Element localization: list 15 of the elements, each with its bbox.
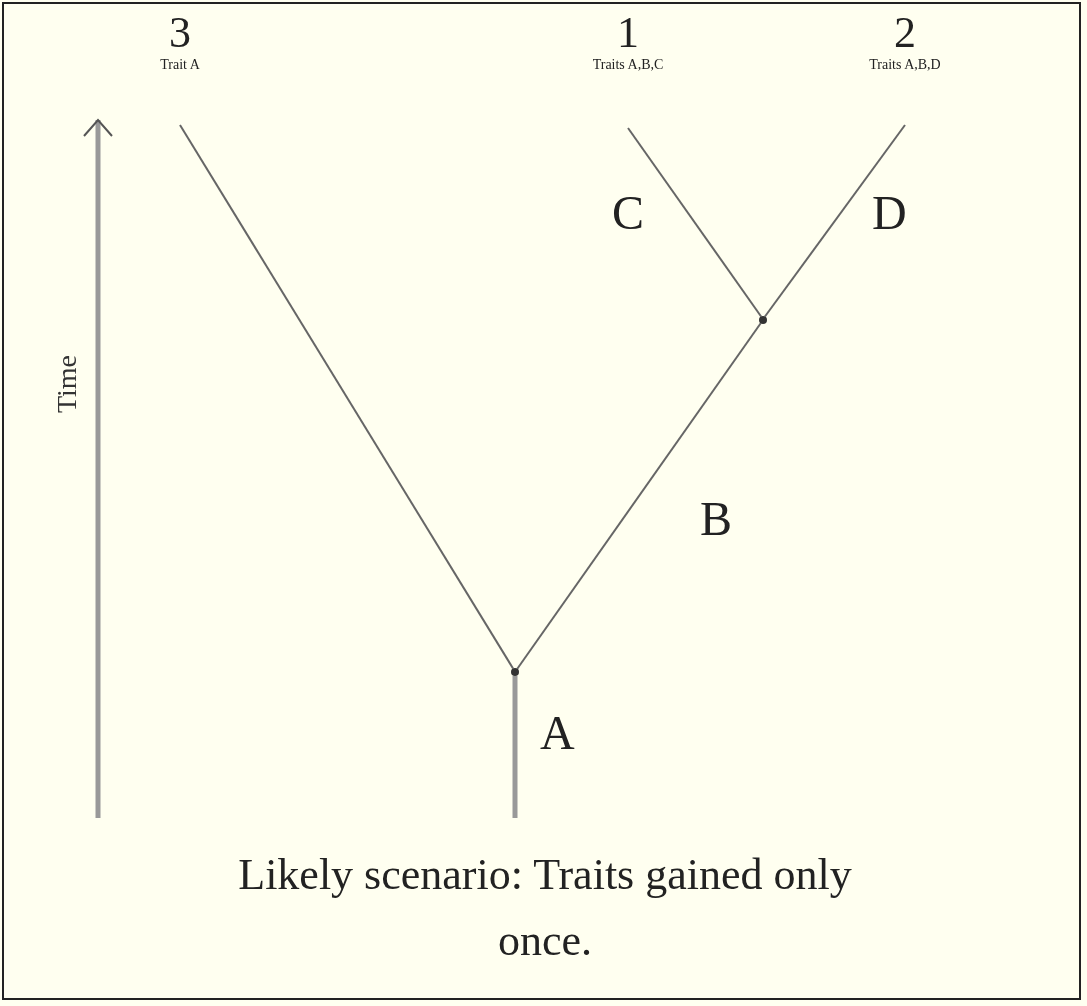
axis-label: Time	[51, 354, 84, 414]
caption: Likely scenario: Traits gained only once.	[237, 849, 853, 967]
trait-list: Trait A	[120, 56, 240, 74]
tree-branch	[627, 127, 763, 318]
tree-branch	[763, 124, 906, 318]
taxon-number: 1	[616, 10, 640, 56]
taxon-number: 3	[168, 10, 192, 56]
branch-point	[511, 668, 519, 676]
tree-branch	[512, 676, 518, 818]
trait-list: Traits A,B,D	[837, 56, 973, 74]
branch-point	[759, 316, 767, 324]
taxon-number: 2	[893, 10, 917, 56]
tree-branch	[179, 124, 515, 670]
tree-branch	[516, 322, 762, 670]
trait-list: Traits A,B,C	[560, 56, 696, 74]
